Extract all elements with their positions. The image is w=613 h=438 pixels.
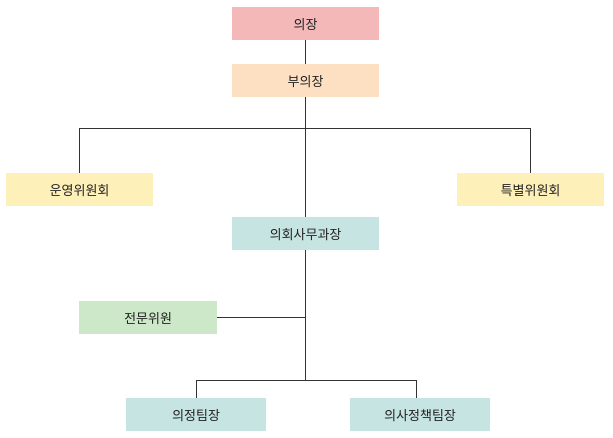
node-operations-committee: 운영위원회 — [6, 173, 153, 206]
connector-ops-drop — [79, 128, 80, 173]
node-expert-member: 전문위원 — [79, 301, 217, 334]
node-secretariat: 의회사무과장 — [232, 217, 379, 250]
node-vice-chair: 부의장 — [232, 64, 379, 97]
connector-team1-drop — [196, 380, 197, 398]
connector-expert-branch — [217, 317, 305, 318]
connector-committee-bar — [79, 128, 531, 129]
node-chair: 의장 — [232, 7, 379, 40]
connector-team-bar — [196, 380, 417, 381]
connector-vicechair-down — [305, 97, 306, 217]
node-policy-team: 의사정책팀장 — [350, 398, 490, 431]
connector-secretariat-down — [305, 250, 306, 381]
connector-chair-vicechair — [305, 40, 306, 64]
node-special-committee: 특별위원회 — [457, 173, 604, 206]
connector-special-drop — [530, 128, 531, 173]
connector-team2-drop — [416, 380, 417, 398]
node-council-team: 의정팀장 — [126, 398, 266, 431]
